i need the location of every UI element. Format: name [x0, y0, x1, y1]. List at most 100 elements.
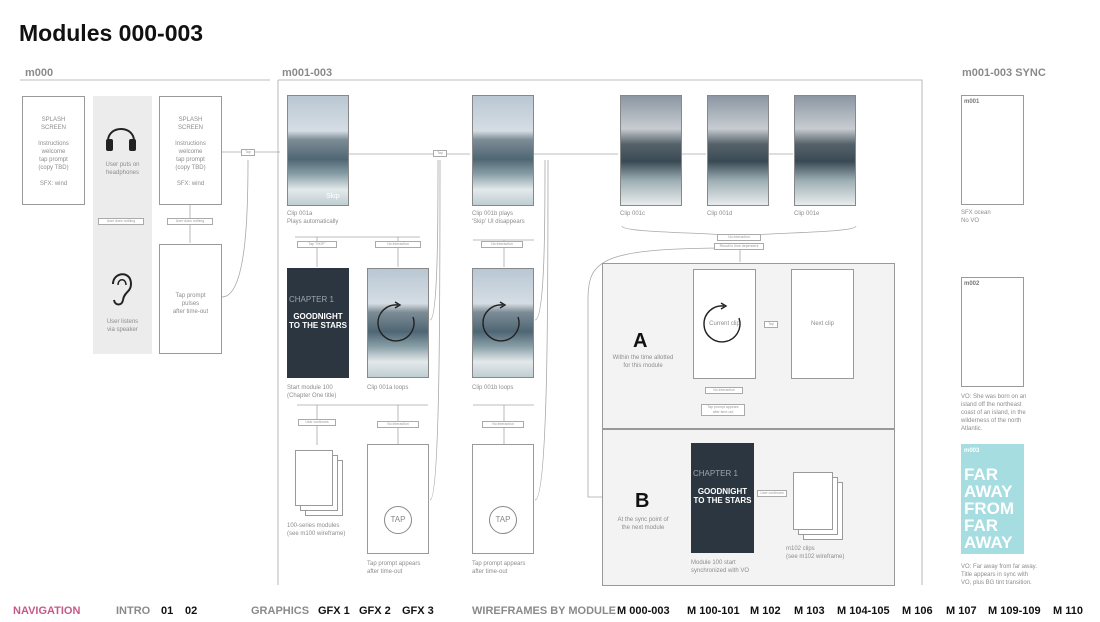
nav-intro-label: INTRO: [116, 605, 151, 617]
no-interaction-box-2: No interaction: [377, 421, 419, 428]
nav-intro-02[interactable]: 02: [185, 605, 198, 617]
tap-pulse-card: [159, 244, 222, 354]
nav-module-102[interactable]: M 102: [750, 605, 781, 617]
sync-m003-card: [961, 444, 1024, 554]
panel-b-caption: Module 100 start synchronized with VO: [691, 560, 750, 574]
goodnight-title: GOODNIGHT TO THE STARS: [289, 312, 347, 330]
clip-001a-caption: Clip 001a Plays automatically: [287, 211, 339, 225]
m102-stack-card-1: [793, 472, 833, 530]
next-clip-card: [791, 269, 854, 379]
tap-box-2: Tap: [433, 150, 447, 157]
sync-m003-label: m003: [964, 448, 980, 454]
nav-module-104-105[interactable]: M 104-105: [837, 605, 890, 617]
chapter-label: CHAPTER 1: [289, 295, 334, 304]
splash-screen-2-text: SPLASH SCREEN Instructions welcome tap p…: [175, 117, 206, 187]
clip-001a-thumbnail: [287, 95, 349, 206]
clip-001b-loops-caption: Clip 001b loops: [472, 385, 514, 391]
user-does-nothing-box-2: User does nothing: [167, 218, 213, 225]
clip-001c-thumbnail: [620, 95, 682, 206]
panel-a-tap-prompt-box: Tap prompt appears after time-out: [701, 404, 745, 416]
sync-m001-card: [961, 95, 1024, 205]
tap-circle-a: [384, 506, 412, 534]
nav-heading: NAVIGATION: [13, 605, 81, 617]
sync-m002-label: m002: [964, 281, 980, 287]
panel-b-desc: At the sync point of the next module: [617, 517, 669, 531]
series-stack-card-1: [295, 450, 333, 506]
clip-001c-caption: Clip 001c: [620, 211, 646, 217]
chapter-one-card: [287, 268, 349, 378]
section-sync-heading: m001-003 SYNC: [962, 67, 1046, 79]
sync-m002-note: VO: She was born on an island off the no…: [961, 394, 1027, 432]
splash-screen-card-2: [159, 96, 222, 205]
skip-label: Skip: [326, 193, 340, 200]
nav-graphics-label: GRAPHICS: [251, 605, 310, 617]
nav-gfx-2[interactable]: GFX 2: [359, 605, 391, 617]
nav-module-109-109[interactable]: M 109-109: [988, 605, 1041, 617]
nav-module-000-003[interactable]: M 000-003: [617, 605, 670, 617]
panel-b-chapter-label: CHAPTER 1: [693, 469, 738, 478]
nav-gfx-3[interactable]: GFX 3: [402, 605, 434, 617]
section-m000-heading: m000: [25, 67, 54, 79]
tap-prompt-card-a: [367, 444, 429, 554]
panel-b-letter: B: [635, 490, 650, 512]
panel-a-letter: A: [633, 330, 648, 352]
loop-icon-b: [482, 301, 520, 342]
m102-clips-caption: m102 clips (see m102 wireframe): [786, 546, 845, 560]
clip-001d-thumbnail: [707, 95, 769, 206]
no-interaction-box-1: No interaction: [375, 241, 421, 248]
user-does-nothing-box-1: User does nothing: [98, 218, 144, 225]
nav-module-106[interactable]: M 106: [902, 605, 933, 617]
no-interaction-box-3: No interaction: [481, 241, 523, 248]
panel-a-tap-box: Tap: [764, 321, 778, 328]
loop-icon-a: [377, 301, 415, 342]
panel-b-chapter-card: [691, 443, 754, 553]
ear-icon: [112, 273, 133, 306]
panel-b-goodnight-title: GOODNIGHT TO THE STARS: [693, 487, 752, 505]
user-continues-box-1: User continues: [298, 419, 336, 426]
tap-skip-box: Tap "SKIP": [297, 241, 337, 248]
tap-label-a: TAP: [390, 515, 406, 524]
nav-intro-01[interactable]: 01: [161, 605, 174, 617]
start-module-caption: Start module 100 (Chapter One title): [287, 385, 337, 399]
clip-001b-caption: Clip 001b plays 'Skip' UI disappears: [472, 211, 525, 225]
tap-circle-b: [489, 506, 517, 534]
panel-a-desc: Within the time allotted for this module: [612, 355, 674, 369]
page-title: Modules 000-003: [19, 20, 204, 46]
result-timing-box: Result in time dependent: [714, 243, 764, 250]
series-caption: 100-series modules (see m100 wireframe): [287, 523, 346, 537]
tap-box-1: Tap: [241, 149, 255, 156]
sync-m001-label: m001: [964, 99, 980, 105]
panel-a-no-interaction-box: No interaction: [705, 387, 743, 394]
navigation-bar: NAVIGATION INTRO 01 02 GRAPHICS GFX 1 GF…: [0, 600, 1100, 622]
tap-after-caption-a: Tap prompt appears after time-out: [367, 561, 421, 575]
tap-after-caption-b: Tap prompt appears after time-out: [472, 561, 526, 575]
sync-m003-note: VO: Far away from far away. Title appear…: [961, 564, 1037, 586]
current-clip-label: Current clip: [709, 321, 740, 327]
splash-screen-1-text: SPLASH SCREEN Instructions welcome tap p…: [38, 117, 69, 187]
nav-gfx-1[interactable]: GFX 1: [318, 605, 350, 617]
nav-wireframes-label: WIREFRAMES BY MODULE: [472, 605, 617, 617]
clip-001b-thumbnail: [472, 95, 534, 206]
sync-m001-note: SFX ocean No VO: [961, 210, 991, 224]
headphones-caption: User puts on headphones: [105, 162, 140, 176]
no-interaction-box-4: No interaction: [482, 421, 524, 428]
headphones-icon: [106, 128, 136, 151]
listens-caption: User listens via speaker: [106, 319, 139, 333]
tap-label-b: TAP: [495, 515, 511, 524]
user-action-panel: [93, 96, 152, 354]
current-clip-loop-icon: [703, 302, 741, 343]
tap-prompt-card-b: [472, 444, 534, 554]
nav-module-100-101[interactable]: M 100-101: [687, 605, 740, 617]
nav-module-103[interactable]: M 103: [794, 605, 825, 617]
far-away-title: FAR AWAY FROM FAR AWAY: [964, 465, 1015, 552]
clip-001d-caption: Clip 001d: [707, 211, 733, 217]
panel-b-user-continues-box: User continues: [757, 490, 787, 497]
nav-module-107[interactable]: M 107: [946, 605, 977, 617]
nav-module-110[interactable]: M 110: [1053, 605, 1083, 617]
sync-m002-card: [961, 277, 1024, 387]
section-m001-heading: m001-003: [282, 67, 333, 79]
next-clip-label: Next clip: [810, 321, 834, 327]
clip-001e-thumbnail: [794, 95, 856, 206]
clip-001e-caption: Clip 001e: [794, 211, 820, 217]
clip-001a-loops-caption: Clip 001a loops: [367, 385, 409, 391]
